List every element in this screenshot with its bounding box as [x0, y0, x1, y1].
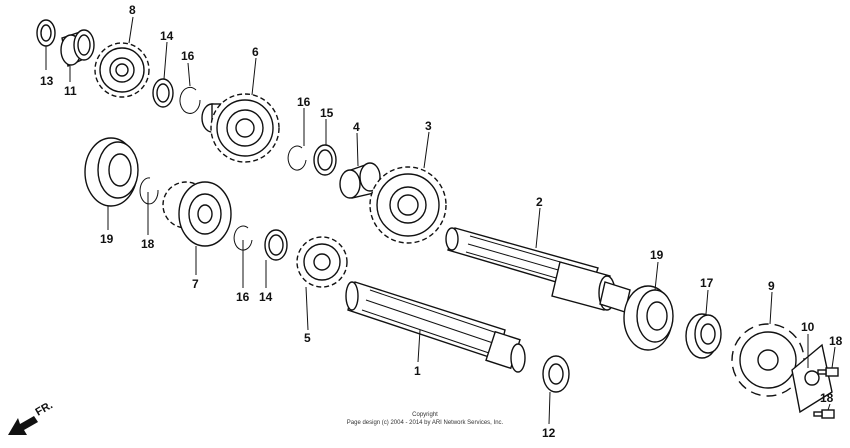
callout-11: 11: [64, 84, 77, 98]
part-18-snap-ring[interactable]: [139, 177, 159, 205]
copyright-line-1: Copyright: [412, 412, 438, 418]
callout-10: 10: [801, 320, 815, 334]
part-19-bearing-2[interactable]: [623, 285, 674, 351]
part-15-washer[interactable]: [313, 144, 337, 176]
part-17-oil-seal[interactable]: [685, 313, 722, 359]
part-16-snap-ring[interactable]: [179, 86, 201, 114]
part-16-snap-ring-3[interactable]: [233, 225, 253, 251]
callout-18b: 18: [829, 334, 843, 348]
part-1-mainshaft[interactable]: [345, 281, 526, 373]
part-18-bolt-2[interactable]: [813, 409, 835, 419]
callout-18: 18: [141, 237, 155, 251]
callout-7: 7: [192, 277, 199, 291]
callout-4: 4: [353, 120, 360, 134]
part-5-gear[interactable]: [296, 236, 348, 288]
part-14-washer-2[interactable]: [264, 229, 288, 261]
front-arrow-icon: [8, 416, 38, 435]
part-8-gear[interactable]: [94, 42, 150, 98]
leader-lines: [45, 16, 836, 425]
callout-19b: 19: [650, 248, 664, 262]
callout-5: 5: [304, 331, 311, 345]
callout-14: 14: [160, 29, 174, 43]
callout-16c: 16: [236, 290, 250, 304]
part-2-countershaft[interactable]: [445, 227, 631, 313]
callout-14b: 14: [259, 290, 273, 304]
callout-18c: 18: [820, 391, 834, 405]
callout-16: 16: [181, 49, 195, 63]
callout-6: 6: [252, 45, 259, 59]
front-direction-indicator: FR.: [8, 399, 55, 435]
part-12-washer[interactable]: [542, 355, 570, 393]
part-4-bushing[interactable]: [339, 162, 381, 199]
part-9-drive-sprocket[interactable]: [731, 323, 805, 397]
part-7-gear[interactable]: [162, 181, 232, 247]
callout-13: 13: [40, 74, 54, 88]
callout-16b: 16: [297, 95, 311, 109]
front-label: FR.: [34, 399, 55, 418]
part-13-seal-ring[interactable]: [36, 19, 56, 47]
part-19-bearing[interactable]: [84, 137, 139, 207]
part-3-gear[interactable]: [369, 166, 447, 244]
callout-3: 3: [425, 119, 432, 133]
callout-12: 12: [542, 426, 556, 440]
callout-17: 17: [700, 276, 714, 290]
copyright-notice: Copyright Page design (c) 2004 - 2014 by…: [347, 412, 504, 426]
part-16-snap-ring-2[interactable]: [287, 145, 307, 171]
callout-1: 1: [414, 364, 421, 378]
callout-19: 19: [100, 232, 114, 246]
part-11-bushing[interactable]: [60, 29, 95, 67]
copyright-line-2: Page design (c) 2004 - 2014 by ARI Netwo…: [347, 420, 504, 426]
part-10-fixing-plate[interactable]: [791, 343, 833, 414]
callout-15: 15: [320, 106, 334, 120]
callout-9: 9: [768, 279, 775, 293]
callout-2: 2: [536, 195, 543, 209]
part-6-gear[interactable]: [201, 93, 280, 163]
callout-labels: 13 11 8 14 16 6 16 15 4 3 19 18 7 16 14 …: [40, 3, 843, 440]
callout-8: 8: [129, 3, 136, 17]
part-14-washer[interactable]: [152, 78, 174, 108]
